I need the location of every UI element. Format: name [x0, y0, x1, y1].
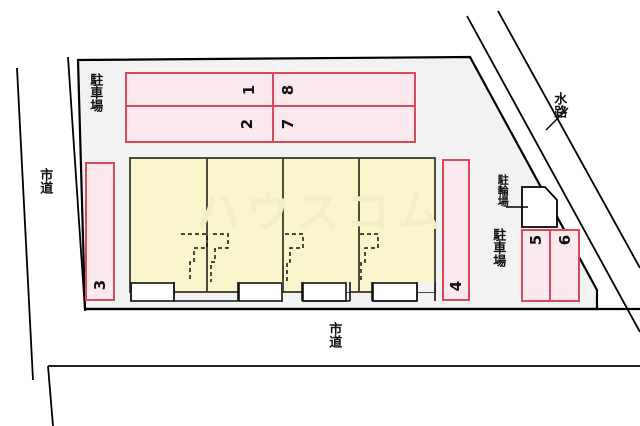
stall-number-3: 3 — [91, 279, 109, 291]
waterway-inner-line — [497, 10, 640, 269]
stall-number-1: 1 — [240, 84, 258, 96]
entrance-step-a — [130, 282, 175, 302]
stall-number-4: 4 — [447, 280, 465, 292]
west-road-outer-line — [16, 67, 34, 381]
parking-stall-8[interactable] — [272, 72, 416, 107]
parking-stall-5[interactable] — [521, 229, 551, 302]
parking-block-north — [125, 72, 416, 143]
building-recess-walls — [130, 282, 436, 301]
parking-stall-4[interactable] — [442, 159, 470, 301]
entrance-step-b — [238, 282, 283, 302]
south-road-left-edge — [47, 365, 54, 426]
west-road-inner-line — [67, 56, 86, 312]
waterway-label-leader — [545, 107, 569, 131]
west-road-label: 市道 — [37, 168, 53, 194]
stall-number-6: 6 — [556, 234, 574, 246]
building-block — [129, 157, 436, 302]
bicycle-parking-area[interactable] — [521, 186, 558, 228]
entrance-step-c — [302, 282, 347, 302]
unit-a-stair-dashed — [181, 233, 208, 282]
unit-interior-dashed-lines — [181, 233, 379, 282]
east-parking-area-label: 駐車場 — [490, 228, 506, 267]
stall-number-5: 5 — [527, 234, 545, 246]
unit-c-stair-dashed — [285, 233, 304, 282]
stall-number-7: 7 — [279, 118, 297, 130]
unit-b-stair-dashed — [210, 233, 229, 282]
waterway-outer-line — [466, 15, 640, 333]
waterway-label: 水路 — [551, 92, 567, 118]
parking-stall-2[interactable] — [125, 105, 274, 143]
entrance-step-d — [372, 282, 418, 302]
north-parking-area-label: 駐車場 — [87, 73, 103, 112]
parking-block-southeast — [521, 229, 580, 302]
stall-number-8: 8 — [279, 84, 297, 96]
unit-d-stair-dashed — [360, 233, 379, 282]
parking-stall-6[interactable] — [549, 229, 580, 302]
parking-stall-7[interactable] — [272, 105, 416, 143]
stall-number-2: 2 — [238, 118, 256, 130]
bicycle-parking-label: 駐輪場 — [496, 174, 510, 207]
south-road-label: 市道 — [326, 322, 342, 348]
parking-stall-3[interactable] — [85, 162, 115, 301]
